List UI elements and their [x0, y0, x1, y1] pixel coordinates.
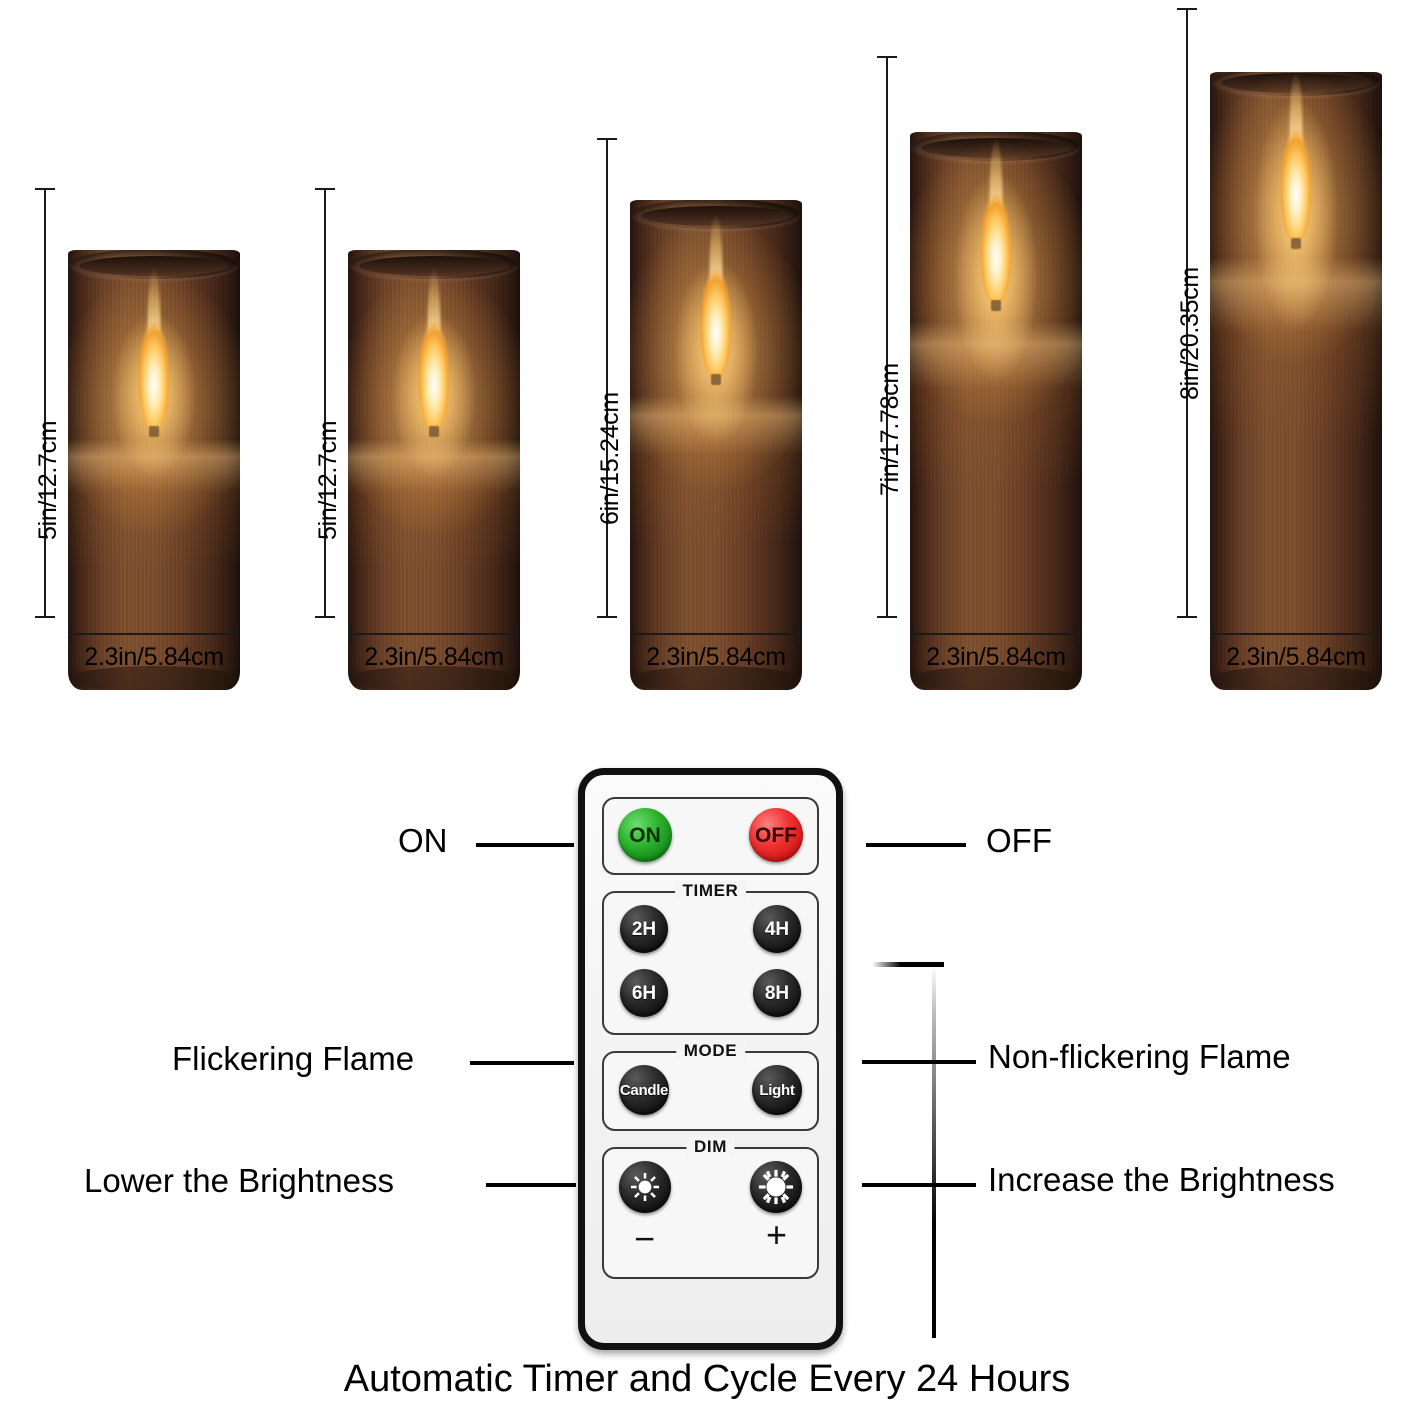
callout-increase-brightness-leader-line	[862, 1183, 976, 1187]
dim-minus-label: −	[634, 1218, 656, 1259]
candle-3-wick	[711, 374, 721, 385]
dim-decrease-button[interactable]	[619, 1161, 671, 1213]
callout-lower-brightness-leader-line	[486, 1183, 576, 1187]
timer-2h-button[interactable]: 2H	[620, 905, 668, 953]
right-connector-vertical-line	[932, 966, 936, 1338]
candle-3-width-label: 2.3in/5.84cm	[646, 643, 786, 671]
candle-3-base	[630, 666, 802, 690]
callout-flickering-flame-leader-line	[470, 1061, 574, 1065]
dim-section-label: DIM	[686, 1137, 735, 1157]
callout-lower-brightness-label: Lower the Brightness	[84, 1162, 395, 1199]
candle-1-wick	[149, 426, 159, 437]
candle-3-body	[630, 200, 802, 690]
candle-1-height-label: 5in/12.7cm	[34, 420, 62, 540]
candle-2-base	[348, 666, 520, 690]
remote-control: ON OFF TIMER 2H 4H 6H 8H MODE Candle Lig…	[578, 768, 843, 1350]
candle-2-width-dimension-line	[350, 624, 518, 644]
callout-off-leader-line	[866, 843, 966, 847]
candle-2-rim	[350, 250, 518, 279]
timer-6h-button[interactable]: 6H	[620, 969, 668, 1017]
candle-4-height-label: 7in/17.78cm	[876, 363, 904, 496]
candle-3-width-dimension-line	[632, 624, 800, 644]
candle-1-height-dimension-line	[35, 188, 55, 618]
callout-increase-brightness-label: Increase the Brightness	[988, 1161, 1335, 1198]
timer-panel: TIMER 2H 4H 6H 8H	[602, 881, 819, 1035]
callout-flickering-flame-label: Flickering Flame	[172, 1040, 415, 1077]
candle-4-body	[910, 132, 1082, 690]
off-button[interactable]: OFF	[749, 808, 803, 862]
candle-4	[910, 132, 1082, 690]
candle-4-wick	[991, 300, 1001, 311]
mode-candle-button[interactable]: Candle	[619, 1065, 669, 1115]
candle-2-flame-icon	[419, 312, 449, 430]
small-sun-icon	[630, 1172, 660, 1202]
candle-4-width-label: 2.3in/5.84cm	[926, 643, 1066, 671]
candle-5-width-label: 2.3in/5.84cm	[1226, 643, 1366, 671]
timer-4h-button[interactable]: 4H	[753, 905, 801, 953]
candle-3-height-dimension-line	[597, 138, 617, 618]
power-panel: ON OFF	[602, 797, 819, 875]
candle-4-width-dimension-line	[912, 624, 1080, 644]
callout-on-leader-line	[476, 843, 574, 847]
large-sun-icon	[758, 1169, 794, 1205]
on-button[interactable]: ON	[618, 808, 672, 862]
mode-section-label: MODE	[675, 1041, 746, 1061]
candle-size-chart: 5in/12.7cm 2.3in/5.84cm 5in/12.7cm 2.3in…	[0, 0, 1414, 690]
candle-5	[1210, 72, 1382, 690]
dim-panel: DIM	[602, 1137, 819, 1279]
mode-panel: MODE Candle Light	[602, 1041, 819, 1131]
candle-1-width-dimension-line	[70, 624, 238, 644]
candle-5-height-label: 8in/20.35cm	[1176, 267, 1204, 400]
candle-4-flame-icon	[981, 184, 1011, 304]
candle-5-flame-icon	[1281, 120, 1311, 242]
candle-2-width-label: 2.3in/5.84cm	[364, 643, 504, 671]
candle-5-wick	[1291, 238, 1301, 249]
dim-plus-label: +	[765, 1214, 787, 1255]
candle-4-base	[910, 666, 1082, 690]
candle-1	[68, 250, 240, 690]
dim-increase-button[interactable]	[750, 1161, 802, 1213]
candle-2-body	[348, 250, 520, 690]
candle-5-base	[1210, 666, 1382, 690]
candle-2-height-dimension-line	[315, 188, 335, 618]
timer-section-label: TIMER	[674, 881, 747, 901]
candle-3-flame-icon	[701, 260, 731, 378]
candle-3-height-label: 6in/15.24cm	[596, 392, 624, 525]
callout-non-flickering-flame-label: Non-flickering Flame	[988, 1038, 1291, 1075]
bottom-caption: Automatic Timer and Cycle Every 24 Hours	[343, 1358, 1071, 1400]
callout-non-flickering-flame-leader-line	[862, 1060, 976, 1064]
timer-8h-button[interactable]: 8H	[753, 969, 801, 1017]
candle-4-height-dimension-line	[877, 56, 897, 618]
candle-1-width-label: 2.3in/5.84cm	[84, 643, 224, 671]
candle-2-height-label: 5in/12.7cm	[314, 420, 342, 540]
candle-1-body	[68, 250, 240, 690]
candle-1-base	[68, 666, 240, 690]
candle-2-wick	[429, 426, 439, 437]
candle-5-height-dimension-line	[1177, 8, 1197, 618]
candle-5-width-dimension-line	[1212, 624, 1380, 644]
candle-1-flame-icon	[139, 312, 169, 430]
candle-2	[348, 250, 520, 690]
callout-off-label: OFF	[986, 822, 1052, 859]
right-connector-stub	[872, 962, 944, 967]
mode-light-button[interactable]: Light	[752, 1065, 802, 1115]
candle-5-body	[1210, 72, 1382, 690]
candle-3	[630, 200, 802, 690]
callout-on-label: ON	[398, 822, 448, 859]
